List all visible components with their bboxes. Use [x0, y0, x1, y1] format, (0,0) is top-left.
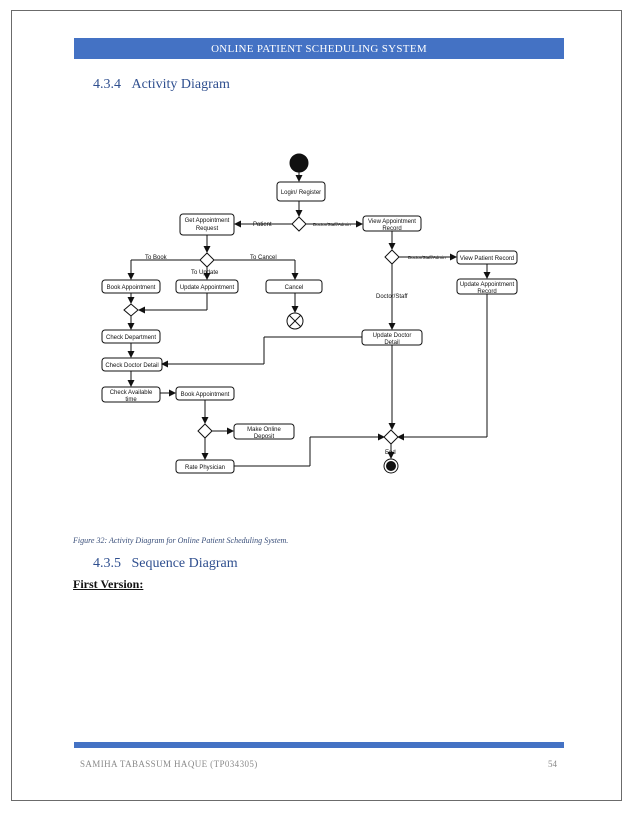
get-appointment-label-2: Request	[196, 226, 219, 232]
update-appointment-label: Update Appointment	[180, 285, 235, 291]
section-heading-sequence: 4.3.5 Sequence Diagram	[93, 556, 238, 572]
edge-label-doctor-staff-admin-2: Doctor/Staff/Admin	[408, 255, 446, 260]
update-appointment-record-label-2: Record	[477, 289, 496, 295]
view-appointment-label-1: View Appointment	[368, 219, 416, 225]
page-border	[11, 10, 622, 801]
activity-diagram: Login/ Register Get Appointment Request …	[101, 153, 518, 474]
book-appointment-label: Book Appointment	[107, 285, 156, 291]
make-online-deposit-node	[233, 423, 295, 440]
end-merge-node	[383, 429, 399, 445]
document-header: ONLINE PATIENT SCHEDULING SYSTEM	[74, 38, 564, 59]
edge-label-patient: Patient	[253, 222, 272, 228]
check-available-time-node	[101, 386, 161, 403]
edge-label-doctor-staff-admin-1: Doctor/Staff/Admin	[313, 222, 351, 227]
edge-label-doctor-staff: Doctor/Staff	[376, 294, 408, 300]
page-number: 54	[548, 759, 557, 769]
book-appointment-2-label: Book Appointment	[181, 392, 230, 398]
check-doctor-detail-node	[101, 357, 163, 372]
decision-patient-action	[199, 252, 215, 268]
figure-caption: Figure 32: Activity Diagram for Online P…	[73, 536, 289, 545]
cancel-final-node	[286, 312, 304, 330]
view-patient-record-label: View Patient Record	[460, 256, 514, 262]
edge-label-to-update: To Update	[191, 270, 219, 276]
update-doctor-label-2: Detail	[384, 340, 399, 346]
check-available-label-2: time	[125, 397, 137, 403]
end-node-inner	[386, 461, 396, 471]
section-heading-activity: 4.3.4 Activity Diagram	[93, 77, 230, 93]
get-appointment-label-1: Get Appointment	[185, 218, 230, 224]
first-version-label: First Version:	[73, 577, 144, 591]
cancel-label: Cancel	[285, 285, 304, 291]
update-appointment-record-label-1: Update Appointment	[460, 282, 515, 288]
section-title: Activity Diagram	[131, 77, 230, 92]
decision-deposit	[197, 423, 213, 439]
login-label: Login/ Register	[281, 190, 321, 196]
make-online-label-1: Make Online	[247, 427, 281, 433]
section-number: 4.3.5	[93, 556, 121, 571]
edge-label-to-book: To Book	[145, 255, 168, 261]
edge-label-to-cancel: To Cancel	[250, 255, 277, 261]
update-doctor-label-1: Update Doctor	[373, 333, 412, 339]
header-title: ONLINE PATIENT SCHEDULING SYSTEM	[211, 42, 427, 55]
check-department-label: Check Department	[106, 335, 156, 341]
view-appointment-label-2: Record	[382, 226, 401, 232]
merge-node	[123, 303, 139, 317]
end-node	[383, 458, 399, 474]
make-online-label-2: Deposit	[254, 434, 275, 440]
section-number: 4.3.4	[93, 77, 121, 92]
footer-author: SAMIHA TABASSUM HAQUE (TP034305)	[80, 759, 258, 769]
cancel-node	[265, 279, 323, 294]
check-doctor-detail-label: Check Doctor Detail	[105, 363, 158, 369]
decision-role	[291, 216, 307, 232]
section-title: Sequence Diagram	[131, 556, 238, 571]
start-node	[289, 153, 309, 173]
end-label: End	[385, 450, 396, 456]
decision-staff-role	[384, 249, 400, 265]
check-available-label-1: Check Available	[110, 390, 153, 396]
login-node	[276, 181, 326, 202]
rate-physician-label: Rate Physician	[185, 465, 225, 471]
footer-bar	[74, 742, 564, 748]
